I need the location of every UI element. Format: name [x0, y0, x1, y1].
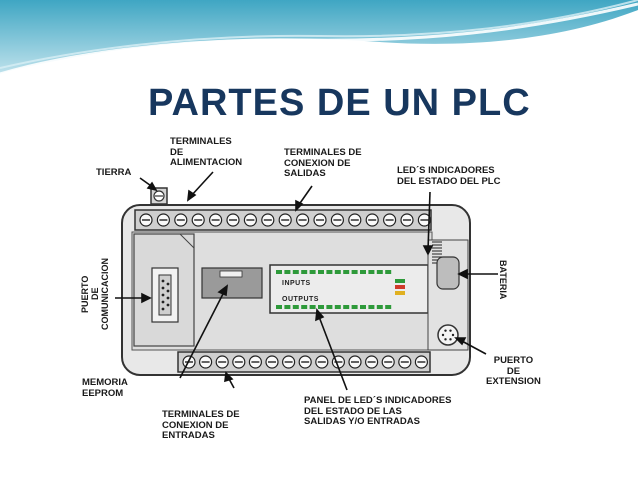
output-led	[334, 305, 341, 309]
battery-compartment	[436, 256, 460, 290]
output-led	[360, 305, 366, 309]
label-panel-leds: PANEL DE LED´s INDICADORES DEL ESTADO DE…	[304, 395, 452, 427]
input-led	[309, 270, 316, 274]
label-memoria-eeprom: MEMORIA EEPROM	[82, 377, 128, 399]
input-led	[360, 270, 366, 274]
input-led	[368, 270, 375, 274]
output-led	[351, 305, 358, 309]
output-led	[318, 305, 324, 309]
input-led	[376, 270, 383, 274]
label-tierra: TIERRA	[96, 167, 132, 178]
plc-illustration	[115, 171, 498, 391]
input-led	[343, 270, 350, 274]
label-puerto-comunicacion: PUERTO DE COMUNICACION	[80, 258, 110, 330]
output-led	[301, 305, 308, 309]
input-led	[276, 270, 282, 274]
status-led-green	[395, 279, 405, 283]
label-terminales-alimentacion: TERMINALES DE ALIMENTACION	[170, 136, 243, 168]
label-terminales-salidas: TERMINALES DE CONEXION DE SALIDAS	[284, 147, 362, 179]
output-led	[343, 305, 350, 309]
status-led-red	[395, 285, 405, 289]
extension-port	[437, 324, 459, 346]
top-terminals	[139, 213, 431, 227]
input-led	[292, 270, 299, 274]
output-led	[385, 305, 392, 309]
output-led	[309, 305, 316, 309]
output-led	[376, 305, 383, 309]
slide-title: PARTES DE UN PLC	[148, 82, 531, 124]
output-led	[368, 305, 375, 309]
header-wave-decoration	[0, 0, 638, 76]
input-led	[326, 270, 333, 274]
output-led	[276, 305, 282, 309]
input-led	[351, 270, 358, 274]
status-led-yellow	[395, 291, 405, 295]
input-led	[284, 270, 291, 274]
label-inputs: INPUTS	[282, 280, 311, 287]
output-led	[292, 305, 299, 309]
input-led	[385, 270, 392, 274]
input-led	[301, 270, 308, 274]
bottom-terminals	[182, 355, 428, 369]
label-terminales-entradas: TERMINALES DE CONEXION DE ENTRADAS	[162, 409, 240, 441]
label-puerto-extension: PUERTO DE EXTENSION	[486, 355, 541, 387]
input-led	[318, 270, 324, 274]
input-led	[334, 270, 341, 274]
plc-diagram: TIERRA TERMINALES DE ALIMENTACION TERMIN…	[70, 130, 570, 470]
output-led	[326, 305, 333, 309]
label-bateria: BATERIA	[498, 260, 508, 300]
output-led	[284, 305, 291, 309]
label-outputs: OUTPUTS	[282, 296, 319, 303]
label-leds-estado-plc: LED´s INDICADORES DEL ESTADO DEL PLC	[397, 165, 501, 187]
